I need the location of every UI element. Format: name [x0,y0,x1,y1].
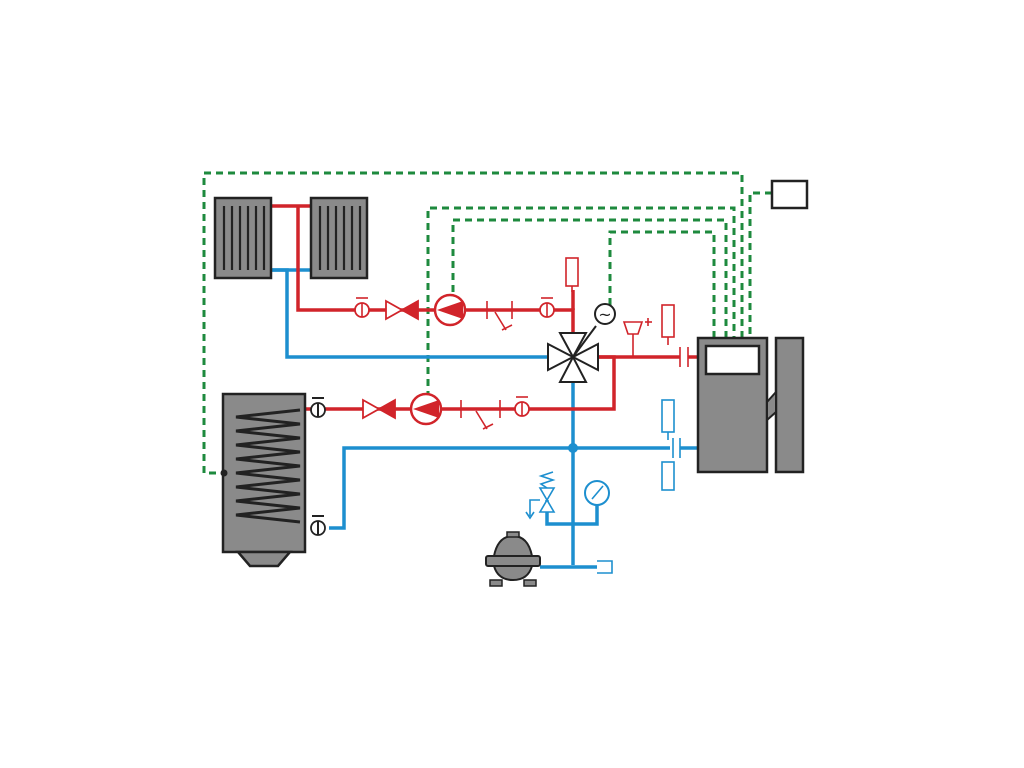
main-return-pipe [329,446,670,530]
mixing-valve-motor-icon: ~ [594,303,616,325]
safety-valve-icon [525,471,556,520]
circulation-pump-lower-icon [409,392,443,426]
check-valve-icon [362,398,396,420]
control-wire-mixing-valve [608,230,716,338]
thermometer-icon [661,304,675,345]
control-wire-lower-pump [426,206,736,398]
hot-water-cylinder-icon [220,392,307,568]
boiler-side-panel-icon [766,336,805,474]
pressure-gauge-icon [584,480,610,506]
ball-valve-icon [310,397,326,418]
union-icon [661,438,681,491]
motor-symbol: ~ [598,305,611,324]
air-vent-icon [622,318,652,357]
return-tee-junction [568,443,578,453]
expansion-vessel-icon [485,531,541,587]
cylinder-sensor-dot [220,469,228,477]
control-wire-thermostat [748,191,772,338]
ball-valve-icon [354,297,370,318]
control-wire-cylinder-sensor [202,171,744,475]
union-icon [679,347,689,367]
controller-box-icon [770,179,809,210]
control-wiring [202,171,772,475]
thermometer-icon [661,399,675,440]
radiator-left-icon [213,196,273,280]
strainer-icon [486,301,513,331]
thermometer-icon [565,257,579,292]
check-valve-icon [385,299,419,321]
ball-valve-icon [539,297,555,318]
ball-valve-icon [310,515,326,536]
boiler-icon [696,336,769,474]
drain-cock-icon [597,560,613,574]
cylinder-coil-icon [235,408,301,524]
ball-valve-icon [514,396,530,417]
control-wire-upper-pump [451,218,728,338]
strainer-icon [460,400,501,430]
radiator-right-icon [309,196,369,280]
four-way-mixing-valve-icon [547,325,599,383]
circulation-pump-upper-icon [433,293,467,327]
return-piping [271,268,698,569]
